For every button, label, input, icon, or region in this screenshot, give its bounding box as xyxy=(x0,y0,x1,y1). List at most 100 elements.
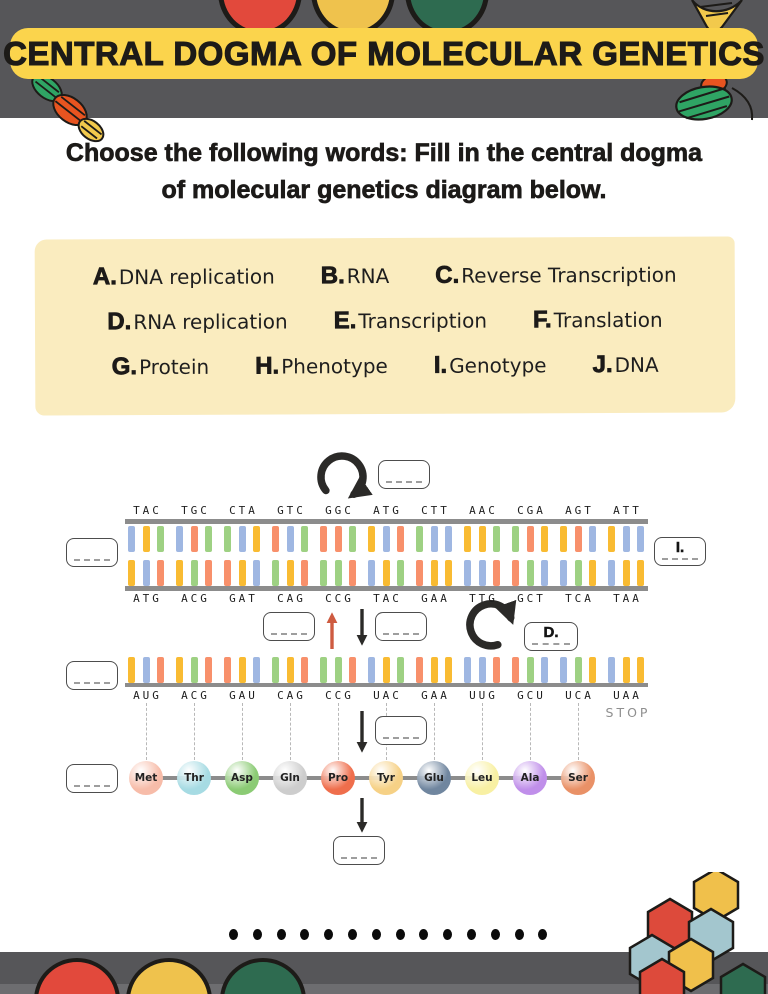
base-T-bar xyxy=(382,526,390,552)
codon-label: AGT xyxy=(565,504,594,517)
codon-label: CTT xyxy=(421,504,450,517)
codon-bars xyxy=(464,559,500,586)
amino-acid-gln: Gln xyxy=(273,761,307,795)
blank-transcription[interactable] xyxy=(375,612,427,641)
base-G-bar xyxy=(224,657,231,683)
base-G-bar xyxy=(301,657,308,683)
codon-amino-link xyxy=(145,703,147,760)
amino-acid-asp: Asp xyxy=(225,761,259,795)
option-letter: H. xyxy=(255,352,280,380)
base-C-bar xyxy=(526,560,534,586)
base-G-bar xyxy=(334,526,342,552)
codon-bars xyxy=(368,526,404,553)
footer-dot xyxy=(348,929,357,940)
base-A-bar xyxy=(637,560,644,586)
option-letter: F. xyxy=(532,306,553,334)
amino-acid-label: Tyr xyxy=(377,772,395,784)
option-letter: D. xyxy=(107,308,132,336)
instruction-line-2: of molecular genetics diagram below. xyxy=(161,176,607,205)
base-T-bar xyxy=(142,560,150,586)
blank-dna-replication[interactable] xyxy=(378,460,430,489)
base-U-bar xyxy=(464,657,471,683)
base-T-bar xyxy=(541,560,548,586)
codon-label: GGC xyxy=(325,504,354,517)
codon-bars xyxy=(320,559,356,586)
base-G-bar xyxy=(205,657,212,683)
base-A-bar xyxy=(128,657,135,683)
codon-label: AUG xyxy=(133,689,162,702)
phenotype-down-arrow-icon xyxy=(356,798,368,833)
codon-bars xyxy=(560,559,596,586)
footer-dot xyxy=(276,929,286,940)
blank-dna-strand-left[interactable] xyxy=(66,538,118,567)
base-A-bar xyxy=(637,657,644,683)
word-option-A: A.DNA replication xyxy=(92,262,275,291)
codon-label: ACG xyxy=(181,592,210,605)
answer-rna-replication-box[interactable]: D. xyxy=(524,622,578,651)
blank-dashes xyxy=(386,481,422,483)
base-A-bar xyxy=(608,526,615,552)
base-C-bar xyxy=(397,560,404,586)
codon-bars xyxy=(464,656,500,683)
option-word: DNA replication xyxy=(118,264,275,290)
base-C-bar xyxy=(205,526,212,552)
footer-dot xyxy=(538,929,548,940)
codon-label: GAA xyxy=(421,592,450,605)
stop-codon-label: STOP xyxy=(605,705,651,720)
base-A-bar xyxy=(478,526,486,552)
base-A-bar xyxy=(445,657,452,683)
codon-bars xyxy=(128,656,164,683)
dna-bottom-bars xyxy=(128,559,645,586)
blank-reverse-transcription[interactable] xyxy=(263,612,315,641)
base-T-bar xyxy=(608,560,615,586)
base-T-bar xyxy=(368,560,375,586)
option-word: Transcription xyxy=(358,308,488,334)
option-letter: B. xyxy=(320,262,345,290)
mrna-backbone xyxy=(125,683,648,687)
base-A-bar xyxy=(464,526,471,552)
blank-protein-left[interactable] xyxy=(66,764,118,793)
base-A-bar xyxy=(445,560,452,586)
base-C-bar xyxy=(320,560,327,586)
amino-acid-label: Met xyxy=(134,772,158,784)
blank-translation[interactable] xyxy=(375,716,427,745)
base-C-bar xyxy=(397,657,404,683)
transcription-down-arrow-icon xyxy=(356,609,368,646)
word-option-G: G.Protein xyxy=(111,353,210,381)
base-A-bar xyxy=(382,657,390,683)
blank-dashes xyxy=(74,682,110,684)
blank-dashes xyxy=(271,633,307,635)
codon-label: ATT xyxy=(613,504,642,517)
codon-label: TAA xyxy=(613,592,642,605)
codon-label: CAG xyxy=(277,592,306,605)
amino-acid-thr: Thr xyxy=(177,761,211,795)
answer-genotype-box[interactable]: I. xyxy=(654,537,706,566)
option-letter: G. xyxy=(111,353,138,381)
codon-bars xyxy=(512,656,548,683)
base-A-bar xyxy=(286,657,294,683)
option-word: RNA xyxy=(346,263,390,289)
codon-bars xyxy=(560,656,596,683)
option-word: Reverse Transcription xyxy=(461,262,677,288)
answer-letter: I. xyxy=(675,539,685,557)
codon-bars xyxy=(320,656,356,683)
base-C-bar xyxy=(334,657,342,683)
codon-label: CCG xyxy=(325,689,354,702)
blank-phenotype[interactable] xyxy=(333,836,385,865)
base-T-bar xyxy=(622,526,630,552)
blank-dashes xyxy=(662,558,698,560)
amino-acid-ala: Ala xyxy=(513,761,547,795)
codon-amino-link xyxy=(289,703,291,760)
base-A-bar xyxy=(176,657,183,683)
base-C-bar xyxy=(301,526,308,552)
base-C-bar xyxy=(334,560,342,586)
base-A-bar xyxy=(142,526,150,552)
page-title: CENTRAL DOGMA OF MOLECULAR GENETICS xyxy=(3,34,765,72)
dna-helix-icon xyxy=(675,0,754,121)
blank-dashes xyxy=(74,785,110,787)
blank-mrna-left[interactable] xyxy=(66,661,118,690)
